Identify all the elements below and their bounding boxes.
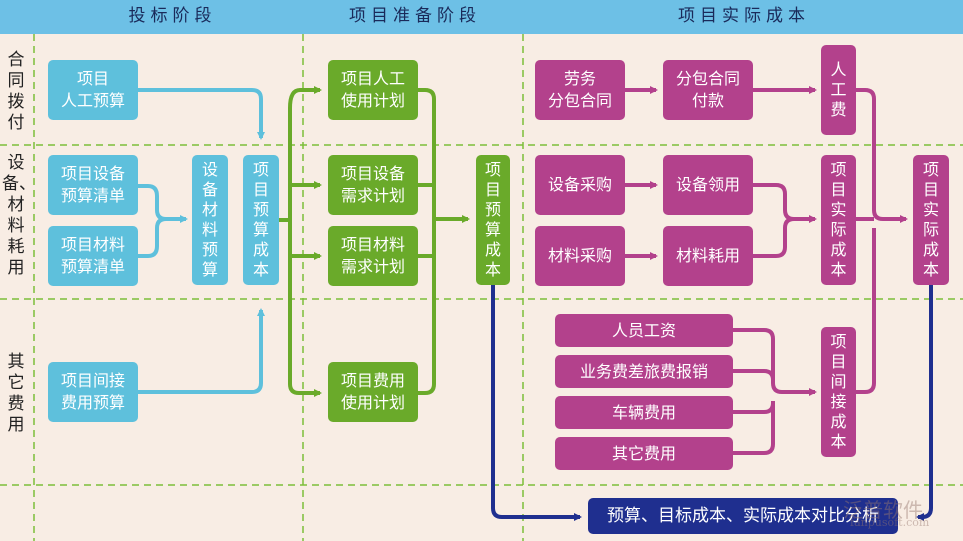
arrow-indirect-to-budget <box>138 308 265 394</box>
row-label-other-expense: 其它费用 <box>7 352 25 435</box>
arrow-vehicle <box>733 402 775 414</box>
arrow-material-use <box>753 217 795 258</box>
phase-prep-title: 项目准备阶段 <box>349 6 481 26</box>
row-label-equip-material: 设备、材料耗用 <box>2 153 36 278</box>
arrow-equip-list <box>138 184 188 223</box>
phase-actual-title: 项目实际成本 <box>678 6 810 26</box>
merge-plans-inner <box>418 183 434 258</box>
merge-plans-outer <box>418 88 436 395</box>
arrow-indirect-to-total <box>855 228 876 394</box>
arrow-travel <box>733 369 775 381</box>
subcontract-payment-box: 分包合同 付款 <box>663 60 753 120</box>
grid-dividers <box>0 34 963 541</box>
equip-budget-list-box: 项目设备 预算清单 <box>48 155 138 215</box>
equip-use-box: 设备领用 <box>663 155 753 215</box>
arrow-labor-cost-to-total <box>855 88 908 223</box>
equip-plan-box: 项目设备 需求计划 <box>328 155 418 215</box>
material-budget-list-box: 项目材料 预算清单 <box>48 226 138 286</box>
material-purchase-box: 材料采购 <box>535 226 625 286</box>
labor-plan-box: 项目人工 使用计划 <box>328 60 418 120</box>
labor-budget-box: 项目 人工预算 <box>48 60 138 120</box>
arrow-budget-to-comparison <box>491 283 582 521</box>
equip-material-budget-box: 设备材料预算 <box>192 155 228 285</box>
project-budget-cost-box: 项目预算成本 <box>243 155 279 285</box>
row-label-contract: 合同拨付 <box>7 50 25 133</box>
arrow-to-labor-plan <box>288 86 322 109</box>
comparison-box: 预算、目标成本、实际成本对比分析 <box>588 498 898 534</box>
expense-plan-box: 项目费用 使用计划 <box>328 362 418 422</box>
labor-subcontract-box: 劳务 分包合同 <box>535 60 625 120</box>
arrow-to-expense-plan <box>288 108 322 397</box>
indirect-cost-box: 项目间接成本 <box>821 327 856 457</box>
arrow-other <box>733 401 775 455</box>
indirect-budget-box: 项目间接 费用预算 <box>48 362 138 422</box>
arrow-material-list <box>138 217 167 258</box>
total-actual-cost-box: 项目实际成本 <box>913 155 949 285</box>
phase-bid-title: 投标阶段 <box>128 6 217 26</box>
material-plan-box: 项目材料 需求计划 <box>328 226 418 286</box>
prep-budget-cost-box: 项目预算成本 <box>476 155 510 285</box>
phase-header-bar <box>0 0 963 34</box>
staff-salary-box: 人员工资 <box>555 314 733 347</box>
travel-expense-box: 业务费差旅费报销 <box>555 355 733 388</box>
arrow-labor-to-budget <box>138 88 265 140</box>
watermark-url: fanpusoft.com <box>850 516 930 529</box>
vehicle-expense-box: 车辆费用 <box>555 396 733 429</box>
arrow-equip-use <box>753 183 817 223</box>
other-expense-box: 其它费用 <box>555 437 733 470</box>
equip-purchase-box: 设备采购 <box>535 155 625 215</box>
material-use-box: 材料耗用 <box>663 226 753 286</box>
watermark-logo: 泛普软件 <box>843 498 923 522</box>
labor-cost-box: 人工费 <box>821 45 856 135</box>
arrow-salary <box>733 328 817 396</box>
actual-cost-box: 项目实际成本 <box>821 155 856 285</box>
arrow-actual-to-comparison <box>916 285 933 521</box>
